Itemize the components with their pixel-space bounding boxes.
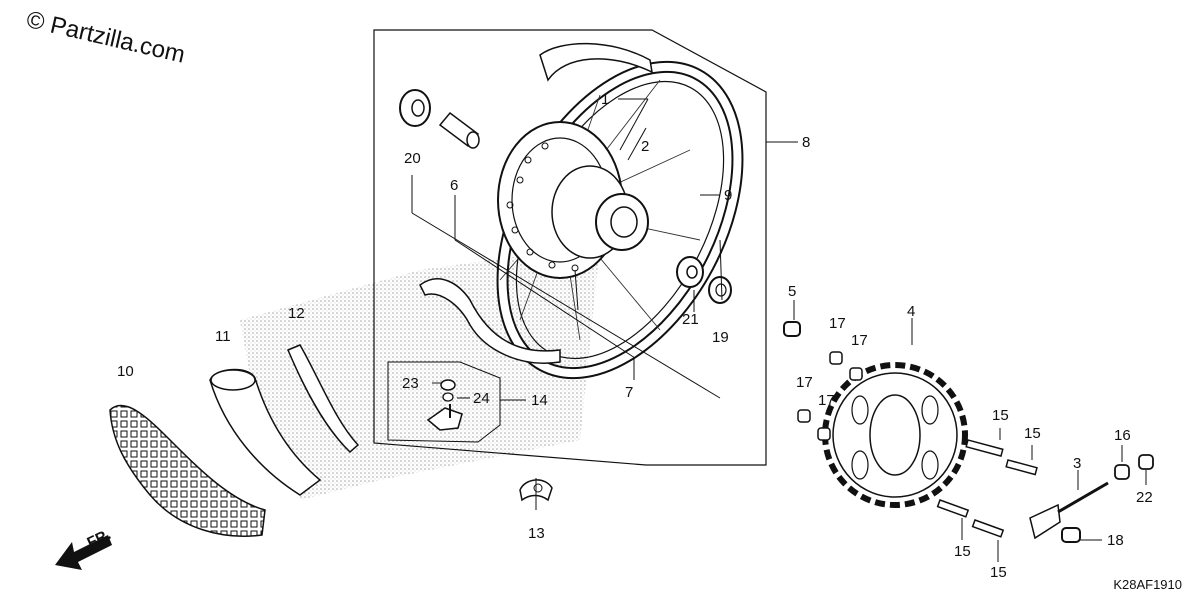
bearing-part-21: [676, 256, 704, 288]
rim-band-bottom: [419, 278, 561, 364]
callout-17a: 17: [829, 315, 846, 332]
callout-12: 12: [288, 305, 305, 322]
callout-9: 9: [724, 187, 732, 204]
callout-15d: 15: [990, 564, 1007, 581]
valve-group-frame: [387, 361, 501, 443]
nuts-part-17: [797, 351, 863, 441]
callout-1: 1: [601, 91, 609, 108]
callout-17d: 17: [818, 392, 835, 409]
callout-6: 6: [450, 177, 458, 194]
diagram-code: K28AF1910: [1113, 577, 1182, 592]
callout-8: 8: [802, 134, 810, 151]
callout-15a: 15: [992, 407, 1009, 424]
chain-adjuster-part-3: [1029, 481, 1109, 543]
callout-2: 2: [641, 138, 649, 155]
callout-5: 5: [788, 283, 796, 300]
callout-24: 24: [473, 390, 490, 407]
bolts-part-15: [936, 439, 1038, 538]
callout-4: 4: [907, 303, 915, 320]
callout-labels: 1 2 3 4 5 6 7 8 9 10 11 12 13 14 15 15 1…: [117, 91, 1153, 581]
direction-label: FR.: [85, 526, 114, 552]
sprocket-part-4: [822, 362, 968, 508]
callout-22: 22: [1136, 489, 1153, 506]
tube-part-11: [209, 368, 322, 496]
valve-parts: [426, 379, 463, 431]
tire-part-10: [109, 404, 266, 537]
callout-17c: 17: [796, 374, 813, 391]
callout-14: 14: [531, 392, 548, 409]
rim-band-part-12: [287, 344, 360, 454]
callout-13: 13: [528, 525, 545, 542]
callout-17b: 17: [851, 332, 868, 349]
callout-11: 11: [215, 328, 231, 345]
bearing-part-20: [399, 89, 431, 127]
callout-19: 19: [712, 329, 729, 346]
wheel-assembly-frame: [373, 29, 767, 466]
hub: [497, 121, 649, 279]
nuts-part-16-22: [1114, 454, 1154, 480]
distance-collar-part-6: [438, 111, 480, 149]
front-direction-arrow: FR.: [55, 526, 114, 570]
callout-7: 7: [625, 384, 633, 401]
callout-18: 18: [1107, 532, 1124, 549]
oil-seal-part-19: [708, 276, 732, 304]
callout-15b: 15: [1024, 425, 1041, 442]
callout-20: 20: [404, 150, 421, 167]
leader-lines: [411, 98, 1147, 562]
callout-10: 10: [117, 363, 134, 380]
callout-3: 3: [1073, 455, 1081, 472]
callout-23: 23: [402, 375, 419, 392]
callout-16: 16: [1114, 427, 1131, 444]
callout-15c: 15: [954, 543, 971, 560]
rim-band-top: [539, 42, 653, 82]
collar-part-5: [783, 321, 801, 337]
callout-21: 21: [682, 311, 699, 328]
